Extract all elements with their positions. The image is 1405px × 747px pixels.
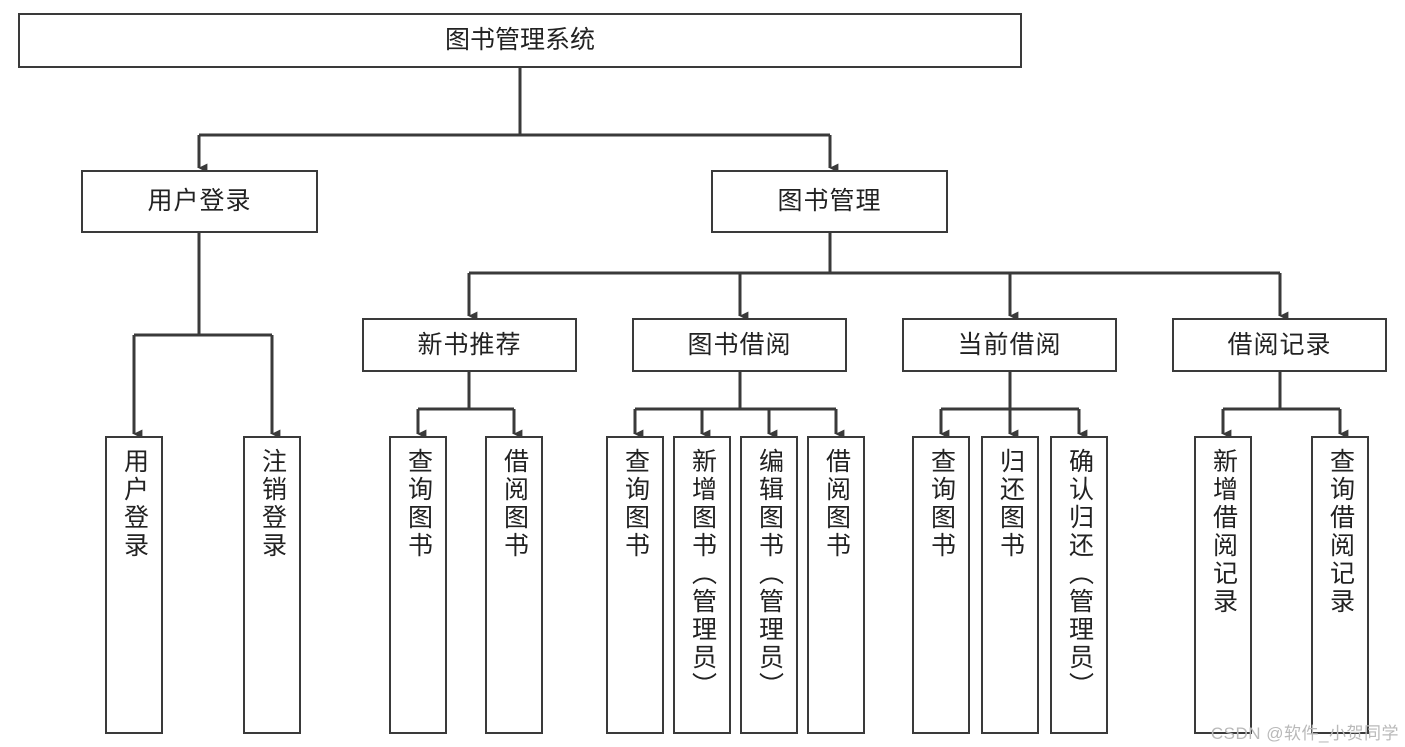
leaf-new-book-borrow[interactable]: 借阅图书 [485, 436, 543, 734]
node-user-login[interactable]: 用户登录 [81, 170, 318, 233]
leaf-label: 注销登录 [258, 448, 287, 560]
watermark: CSDN @软件_小贺同学 [1210, 724, 1399, 743]
node-book-management-label: 图书管理 [777, 187, 882, 216]
leaf-book-borrow-query[interactable]: 查询图书 [606, 436, 664, 734]
leaf-label: 归还图书 [996, 448, 1025, 560]
leaf-borrow-record-query[interactable]: 查询借阅记录 [1311, 436, 1369, 734]
leaf-user-login-login[interactable]: 用户登录 [105, 436, 163, 734]
leaf-user-login-logout[interactable]: 注销登录 [243, 436, 301, 734]
leaf-label: 借阅图书 [822, 448, 851, 560]
node-user-login-label: 用户登录 [147, 187, 252, 216]
node-book-borrow-label: 图书借阅 [687, 330, 792, 359]
leaf-label: 新增借阅记录 [1209, 448, 1238, 616]
node-root-label: 图书管理系统 [444, 26, 595, 55]
leaf-book-borrow-borrow[interactable]: 借阅图书 [807, 436, 865, 734]
leaf-current-borrow-query[interactable]: 查询图书 [912, 436, 970, 734]
node-current-borrow-label: 当前借阅 [957, 330, 1062, 359]
leaf-book-borrow-add[interactable]: 新增图书（管理员） [673, 436, 731, 734]
node-borrow-record[interactable]: 借阅记录 [1172, 318, 1387, 372]
node-new-book-recommend[interactable]: 新书推荐 [362, 318, 577, 372]
leaf-book-borrow-edit[interactable]: 编辑图书（管理员） [740, 436, 798, 734]
leaf-label: 用户登录 [120, 448, 149, 560]
leaf-label: 借阅图书 [500, 448, 529, 560]
leaf-current-borrow-confirm-return[interactable]: 确认归还（管理员） [1050, 436, 1108, 734]
node-current-borrow[interactable]: 当前借阅 [902, 318, 1117, 372]
leaf-label: 新增图书（管理员） [688, 448, 717, 700]
node-book-management[interactable]: 图书管理 [711, 170, 948, 233]
leaf-current-borrow-return[interactable]: 归还图书 [981, 436, 1039, 734]
leaf-label: 编辑图书（管理员） [755, 448, 784, 700]
leaf-label: 查询图书 [621, 448, 650, 560]
leaf-borrow-record-add[interactable]: 新增借阅记录 [1194, 436, 1252, 734]
node-book-borrow[interactable]: 图书借阅 [632, 318, 847, 372]
leaf-label: 查询图书 [927, 448, 956, 560]
leaf-new-book-query[interactable]: 查询图书 [389, 436, 447, 734]
node-root[interactable]: 图书管理系统 [18, 13, 1022, 68]
leaf-label: 确认归还（管理员） [1065, 448, 1094, 700]
leaf-label: 查询借阅记录 [1326, 448, 1355, 616]
node-new-book-recommend-label: 新书推荐 [417, 330, 522, 359]
node-borrow-record-label: 借阅记录 [1227, 330, 1332, 359]
leaf-label: 查询图书 [404, 448, 433, 560]
